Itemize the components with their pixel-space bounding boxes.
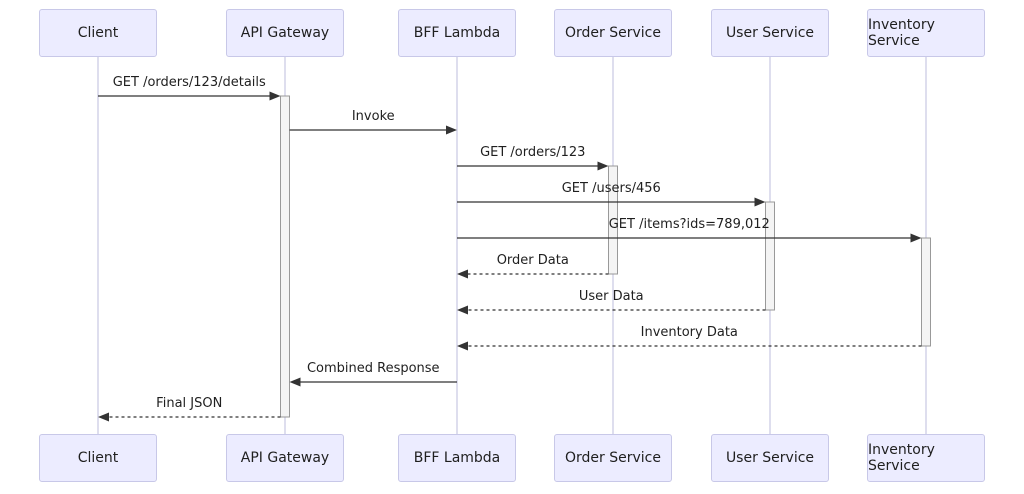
- participant-order-service-top: Order Service: [554, 9, 672, 57]
- participant-user-service-top: User Service: [711, 9, 829, 57]
- activation-inventory-service: [921, 237, 931, 347]
- arrowhead-icon: [457, 341, 468, 351]
- arrowhead-icon: [457, 269, 468, 279]
- participant-client-top: Client: [39, 9, 157, 57]
- participant-client-bottom: Client: [39, 434, 157, 482]
- message-label: Order Data: [496, 253, 569, 268]
- arrowhead-icon: [754, 197, 766, 207]
- participant-inventory-service-bottom: Inventory Service: [867, 434, 985, 482]
- arrowhead-icon: [597, 161, 609, 171]
- participant-api-gateway-bottom: API Gateway: [226, 434, 344, 482]
- message-label: GET /orders/123/details: [112, 75, 266, 90]
- participant-label: API Gateway: [240, 450, 330, 466]
- message-label: User Data: [578, 289, 644, 304]
- arrowhead-icon: [910, 233, 922, 243]
- message-label: Combined Response: [306, 361, 440, 376]
- message-label: Invoke: [351, 109, 395, 124]
- message-label: Final JSON: [156, 396, 223, 411]
- participant-label: BFF Lambda: [413, 450, 501, 466]
- participant-order-service-bottom: Order Service: [554, 434, 672, 482]
- activation-api-gateway: [280, 95, 290, 418]
- message-label: Inventory Data: [640, 325, 738, 340]
- participant-user-service-bottom: User Service: [711, 434, 829, 482]
- activation-order-service: [608, 165, 618, 275]
- participant-label: Inventory Service: [868, 17, 935, 49]
- arrowhead-icon: [446, 125, 457, 135]
- participant-api-gateway-top: API Gateway: [226, 9, 344, 57]
- arrowhead-icon: [269, 91, 281, 101]
- participant-bff-lambda-top: BFF Lambda: [398, 9, 516, 57]
- participant-label: Client: [77, 450, 119, 466]
- arrowhead-icon: [457, 305, 468, 315]
- participant-inventory-service-top: Inventory Service: [867, 9, 985, 57]
- message-label: GET /users/456: [561, 181, 661, 196]
- arrowhead-icon: [289, 377, 301, 387]
- participant-label: API Gateway: [240, 25, 330, 41]
- participant-label: User Service: [725, 25, 815, 41]
- activation-user-service: [765, 201, 775, 311]
- participant-label: Inventory Service: [868, 442, 935, 474]
- arrowhead-icon: [98, 412, 109, 422]
- message-label: GET /orders/123: [480, 145, 586, 160]
- participant-label: Client: [77, 25, 119, 41]
- participant-label: Order Service: [565, 450, 661, 466]
- participant-label: Order Service: [565, 25, 661, 41]
- message-label: GET /items?ids=789,012: [608, 217, 770, 232]
- participant-label: User Service: [725, 450, 815, 466]
- participant-bff-lambda-bottom: BFF Lambda: [398, 434, 516, 482]
- participant-label: BFF Lambda: [413, 25, 501, 41]
